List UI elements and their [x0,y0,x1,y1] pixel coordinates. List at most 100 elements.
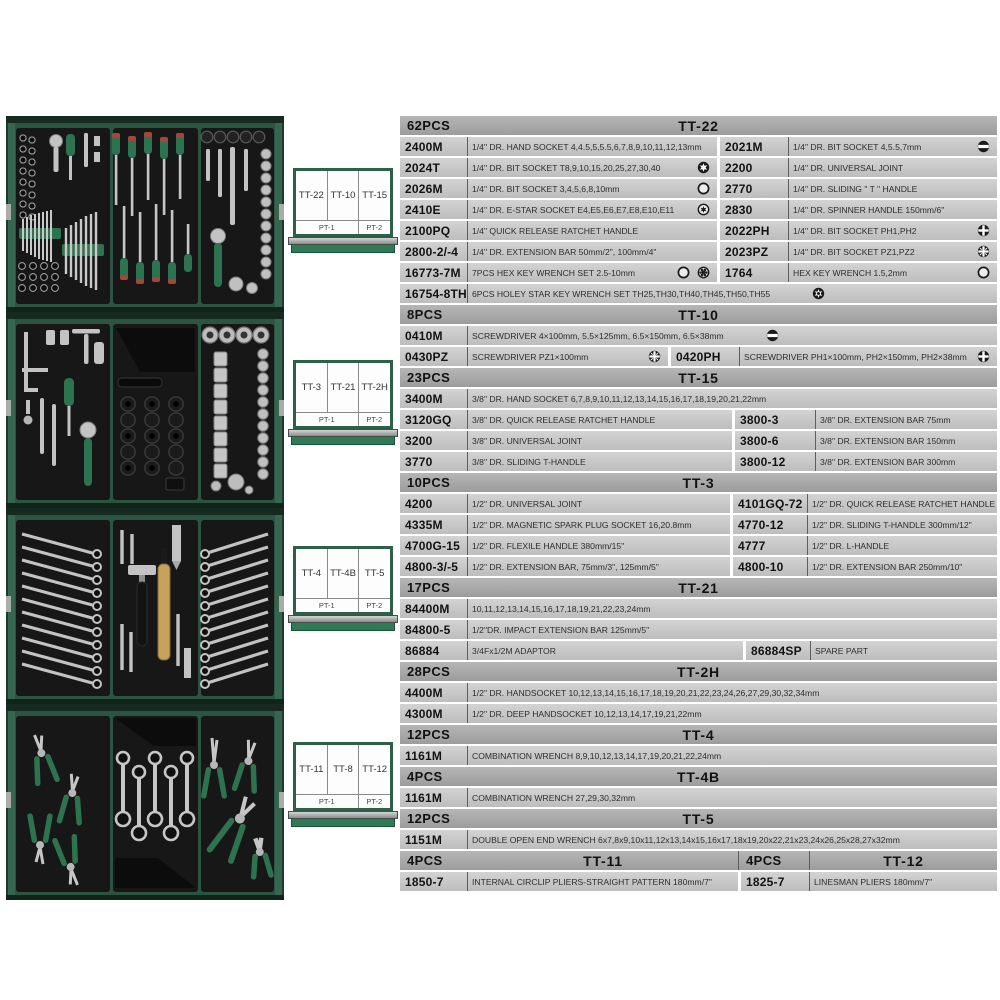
cell-text: 1/4" DR. UNIVERSAL JOINT [793,162,904,173]
description-cell: 3/4Fx1/2M ADAPTOR [468,641,743,660]
layout-cell: TT-10 [328,171,360,220]
cell-text: 1/2" DR. MAGNETIC SPARK PLUG SOCKET 16,2… [472,519,692,530]
cell-text: 1764 [725,265,753,280]
part-number-cell: 3800-3 [732,410,816,429]
cell-text: 1/4" DR. SLIDING " T " HANDLE [793,183,918,194]
section-quantity: 28PCS [407,664,451,679]
cell-text: 1/2" DR. DEEP HANDSOCKET 10,12,13,14,17,… [472,708,702,719]
drive-type-icons [812,287,825,300]
description-cell: 1/4" DR. E-STAR SOCKET E4,E5,E6,E7,E8,E1… [468,200,717,219]
section-title: TT-4 [682,726,715,743]
part-number-cell: 3120GQ [400,410,468,429]
layout-pt-label: PT-2 [366,797,383,806]
layout-cell: TT-3 [296,363,328,412]
part-number-cell: 3800-6 [732,431,816,450]
cell-text: 3400M [405,391,443,406]
description-cell: INTERNAL CIRCLIP PLIERS-STRAIGHT PATTERN… [468,872,738,891]
drawer-photo-pliers [6,704,284,900]
layout-cell: TT-12 [362,764,388,775]
slotted-bit-icon [977,140,990,153]
layout-pt-label: PT-1 [296,599,359,612]
cell-text: COMBINATION WRENCH 8,9,10,12,13,14,17,19… [472,750,722,761]
cell-text: 3/8" DR. QUICK RELEASE RATCHET HANDLE [472,414,656,425]
section-quantity: 23PCS [407,370,451,385]
layout-box: TT-3 TT-21 TT-2H PT-1 PT-2 [293,360,393,429]
description-cell: 3/8" DR. UNIVERSAL JOINT [468,431,732,450]
part-number-cell: 4335M [400,515,468,534]
drawer-front-bar [291,819,395,827]
drawer-layout-diagram-2: TT-3 TT-21 TT-2H PT-1 PT-2 [288,360,398,445]
part-number-cell: 4770-12 [730,515,808,534]
description-cell: 1/2" DR. MAGNETIC SPARK PLUG SOCKET 16,2… [468,515,730,534]
part-number-cell: 2024T [400,158,468,177]
cell-text: 3/8" DR. UNIVERSAL JOINT [472,435,583,446]
description-cell: 1/4" DR. BIT SOCKET PZ1,PZ2 [789,242,997,261]
description-cell: 6PCS HOLEY STAR KEY WRENCH SET TH25,TH30… [468,284,997,303]
cell-text: 2200 [725,160,753,175]
e-star-socket-icon [697,203,710,216]
layout-cell: TT-8 [328,745,360,794]
description-cell: 3/8" DR. EXTENSION BAR 75mm [816,410,997,429]
cell-text: 2026M [405,181,443,196]
cell-text: 1/2" DR. FLEXILE HANDLE 380mm/15" [472,540,625,551]
drawer-layout-diagram-1: TT-22 TT-10 TT-15 PT-1 PT-2 [288,168,398,253]
cell-text: SCREWDRIVER PZ1×100mm [472,351,589,362]
part-number-cell: 2800-2/-4 [400,242,468,261]
layout-cell: TT-5 [364,568,385,579]
cell-text: 4101GQ-72 [738,496,803,511]
description-cell: 1/2" DR. L-HANDLE [808,536,997,555]
drive-type-icons [648,350,664,363]
cell-text: 86884SP [751,643,802,658]
pozidriv-bit-icon [648,350,661,363]
part-number-cell: 2400M [400,137,468,156]
layout-cell: TT-21 [328,363,360,412]
layout-pt-label: PT-2 [366,415,383,424]
cell-text: HEX KEY WRENCH 1.5,2mm [793,267,907,278]
cell-text: 16773-7M [405,265,461,280]
cell-text: 3/8" DR. EXTENSION BAR 150mm [820,435,956,446]
drive-type-icons [697,203,713,216]
section-quantity: 4PCS [407,853,443,868]
section-title: TT-11 [583,852,623,869]
description-cell: 1/4" DR. BIT SOCKET 3,4,5,6,8,10mm [468,179,717,198]
description-cell: 1/2" DR. EXTENSION BAR 250mm/10" [808,557,997,576]
cell-text: 1850-7 [405,874,444,889]
layout-pt-label: PT-1 [296,221,359,234]
cell-text: 0430PZ [405,349,449,364]
cell-text: SCREWDRIVER PH1×100mm, PH2×150mm, PH2×38… [744,351,967,362]
section-title: TT-3 [682,474,715,491]
cell-text: 3200 [405,433,433,448]
cell-text: 3770 [405,454,433,469]
cell-text: LINESMAN PLIERS 180mm/7" [814,876,933,887]
description-cell: DOUBLE OPEN END WRENCH 6x7,8x9,10x11,12x… [468,830,997,849]
part-number-cell: 1151M [400,830,468,849]
section-title: TT-2H [677,663,720,680]
layout-box: TT-22 TT-10 TT-15 PT-1 PT-2 [293,168,393,237]
part-number-cell: 2770 [717,179,789,198]
cell-text: 1/4" DR. EXTENSION BAR 50mm/2", 100mm/4" [472,246,657,257]
cell-text: 2023PZ [725,244,769,259]
cell-text: 4800-3/-5 [405,559,459,574]
cell-text: 3800-6 [740,433,779,448]
part-number-cell: 4800-3/-5 [400,557,468,576]
cell-text: 84800-5 [405,622,451,637]
description-cell: 10,11,12,13,14,15,16,17,18,19,21,22,23,2… [468,599,997,618]
part-number-cell: 16754-8TH [400,284,468,303]
cell-text: 1161M [405,790,443,805]
description-cell: 1/2" DR. HANDSOCKET 10,12,13,14,15,16,17… [468,683,997,702]
drive-type-icons [677,266,713,279]
cell-text: 4335M [405,517,443,532]
cell-text: 10,11,12,13,14,15,16,17,18,19,21,22,23,2… [472,603,651,614]
